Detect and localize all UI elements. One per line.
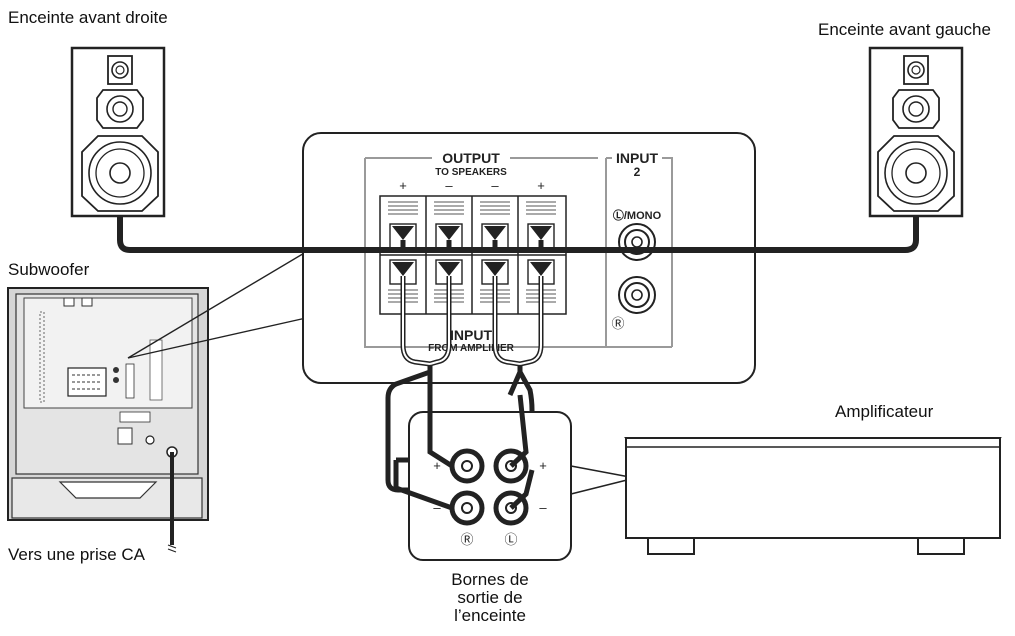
front-speaker-cable [117,216,919,253]
amp-terminal-plus-right: + [539,458,547,473]
right-jack-label: Ⓡ [611,316,624,331]
input-title: INPUT [450,327,492,343]
front-right-speaker-label: Enceinte avant droite [8,8,168,27]
left-mono-label: Ⓛ/MONO [613,208,662,222]
output-title: OUTPUT [442,150,500,166]
output-subtitle: TO SPEAKERS [435,167,507,178]
amplifier-label: Amplificateur [835,402,934,421]
amplifier [623,437,1002,555]
front-left-speaker-label: Enceinte avant gauche [818,20,991,39]
polarity-1: + [399,178,407,193]
speaker-output-line-1: Bornes de [451,570,529,589]
front-right-speaker [70,46,166,218]
ac-outlet-label: Vers une prise CA [8,545,146,564]
amp-terminal-r-label: Ⓡ [460,532,473,547]
input2-title: INPUT [616,150,658,166]
speaker-output-line-2: sortie de [457,588,523,607]
polarity-4: + [537,178,545,193]
amp-terminal-plus-left: + [433,458,441,473]
polarity-2: – [445,178,453,193]
rear-panel-enlarged [302,132,756,384]
amp-terminal-minus-right: – [539,500,547,515]
speaker-output-line-3: l’enceinte [454,606,526,625]
subwoofer [7,287,209,553]
amplifier-terminals-closeup [408,411,572,561]
amp-terminal-minus-left: – [433,500,441,515]
amp-terminal-l-label: Ⓛ [504,532,517,547]
terminal-wires [393,394,535,511]
subwoofer-callout [127,251,307,359]
speaker-output-terminals-label: Bornes de sortie de l’enceinte [410,571,570,625]
input-subtitle: FROM AMPLIFIER [428,343,515,354]
subwoofer-label: Subwoofer [8,260,90,279]
polarity-3: – [491,178,499,193]
input2-number: 2 [634,165,641,179]
front-left-speaker [868,46,964,218]
